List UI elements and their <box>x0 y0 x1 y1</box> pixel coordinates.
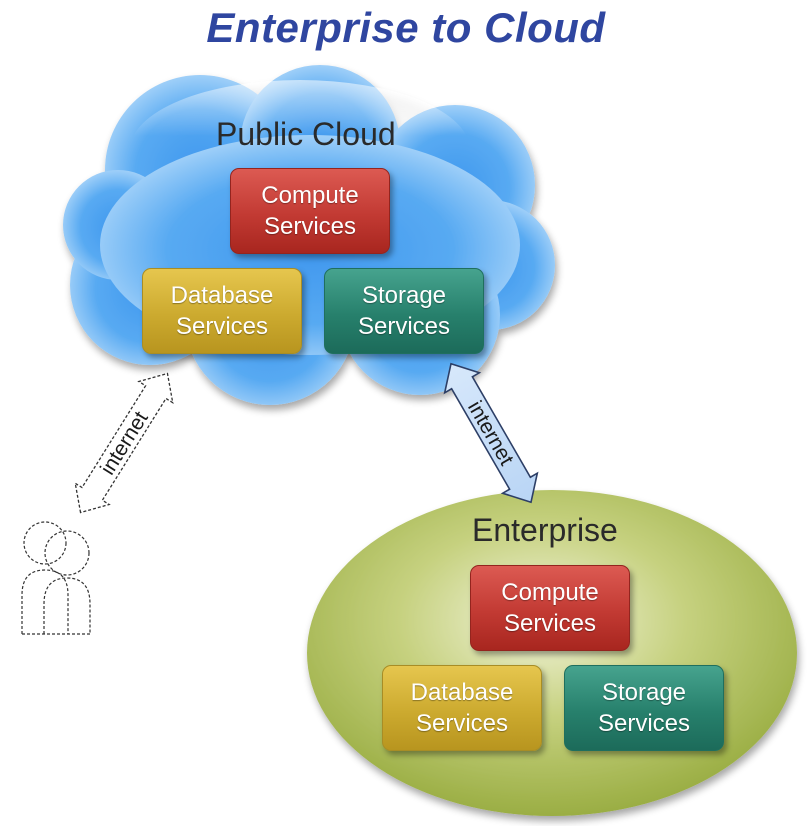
enterprise-compute-line2: Services <box>503 610 596 637</box>
cloud-database-services-box: Database Services <box>142 268 302 354</box>
enterprise-database-line1: Database <box>410 679 514 706</box>
cloud-storage-line2: Services <box>357 313 451 340</box>
enterprise-database-services-box: Database Services <box>382 665 542 751</box>
enterprise-database-line2: Services <box>415 710 509 737</box>
cloud-storage-line1: Storage <box>361 282 447 309</box>
enterprise-compute-services-box: Compute Services <box>470 565 630 651</box>
enterprise-compute-line1: Compute <box>501 579 599 606</box>
public-cloud-label: Public Cloud <box>216 116 396 152</box>
enterprise-storage-services-box: Storage Services <box>564 665 724 751</box>
users-outline-icon <box>21 521 91 635</box>
internet-label-user: internet <box>96 407 153 479</box>
cloud-compute-line1: Compute <box>261 182 359 209</box>
cloud-database-line1: Database <box>170 282 274 309</box>
cloud-database-line2: Services <box>175 313 269 340</box>
internet-arrow-enterprise: internet <box>443 362 539 504</box>
internet-arrow-user: internet <box>74 372 174 514</box>
diagram-title: Enterprise to Cloud <box>206 4 606 51</box>
cloud-compute-services-box: Compute Services <box>230 168 390 254</box>
cloud-storage-services-box: Storage Services <box>324 268 484 354</box>
enterprise-storage-line2: Services <box>597 710 691 737</box>
enterprise-label: Enterprise <box>472 512 618 548</box>
enterprise-storage-line1: Storage <box>601 679 687 706</box>
cloud-compute-line2: Services <box>263 213 356 240</box>
